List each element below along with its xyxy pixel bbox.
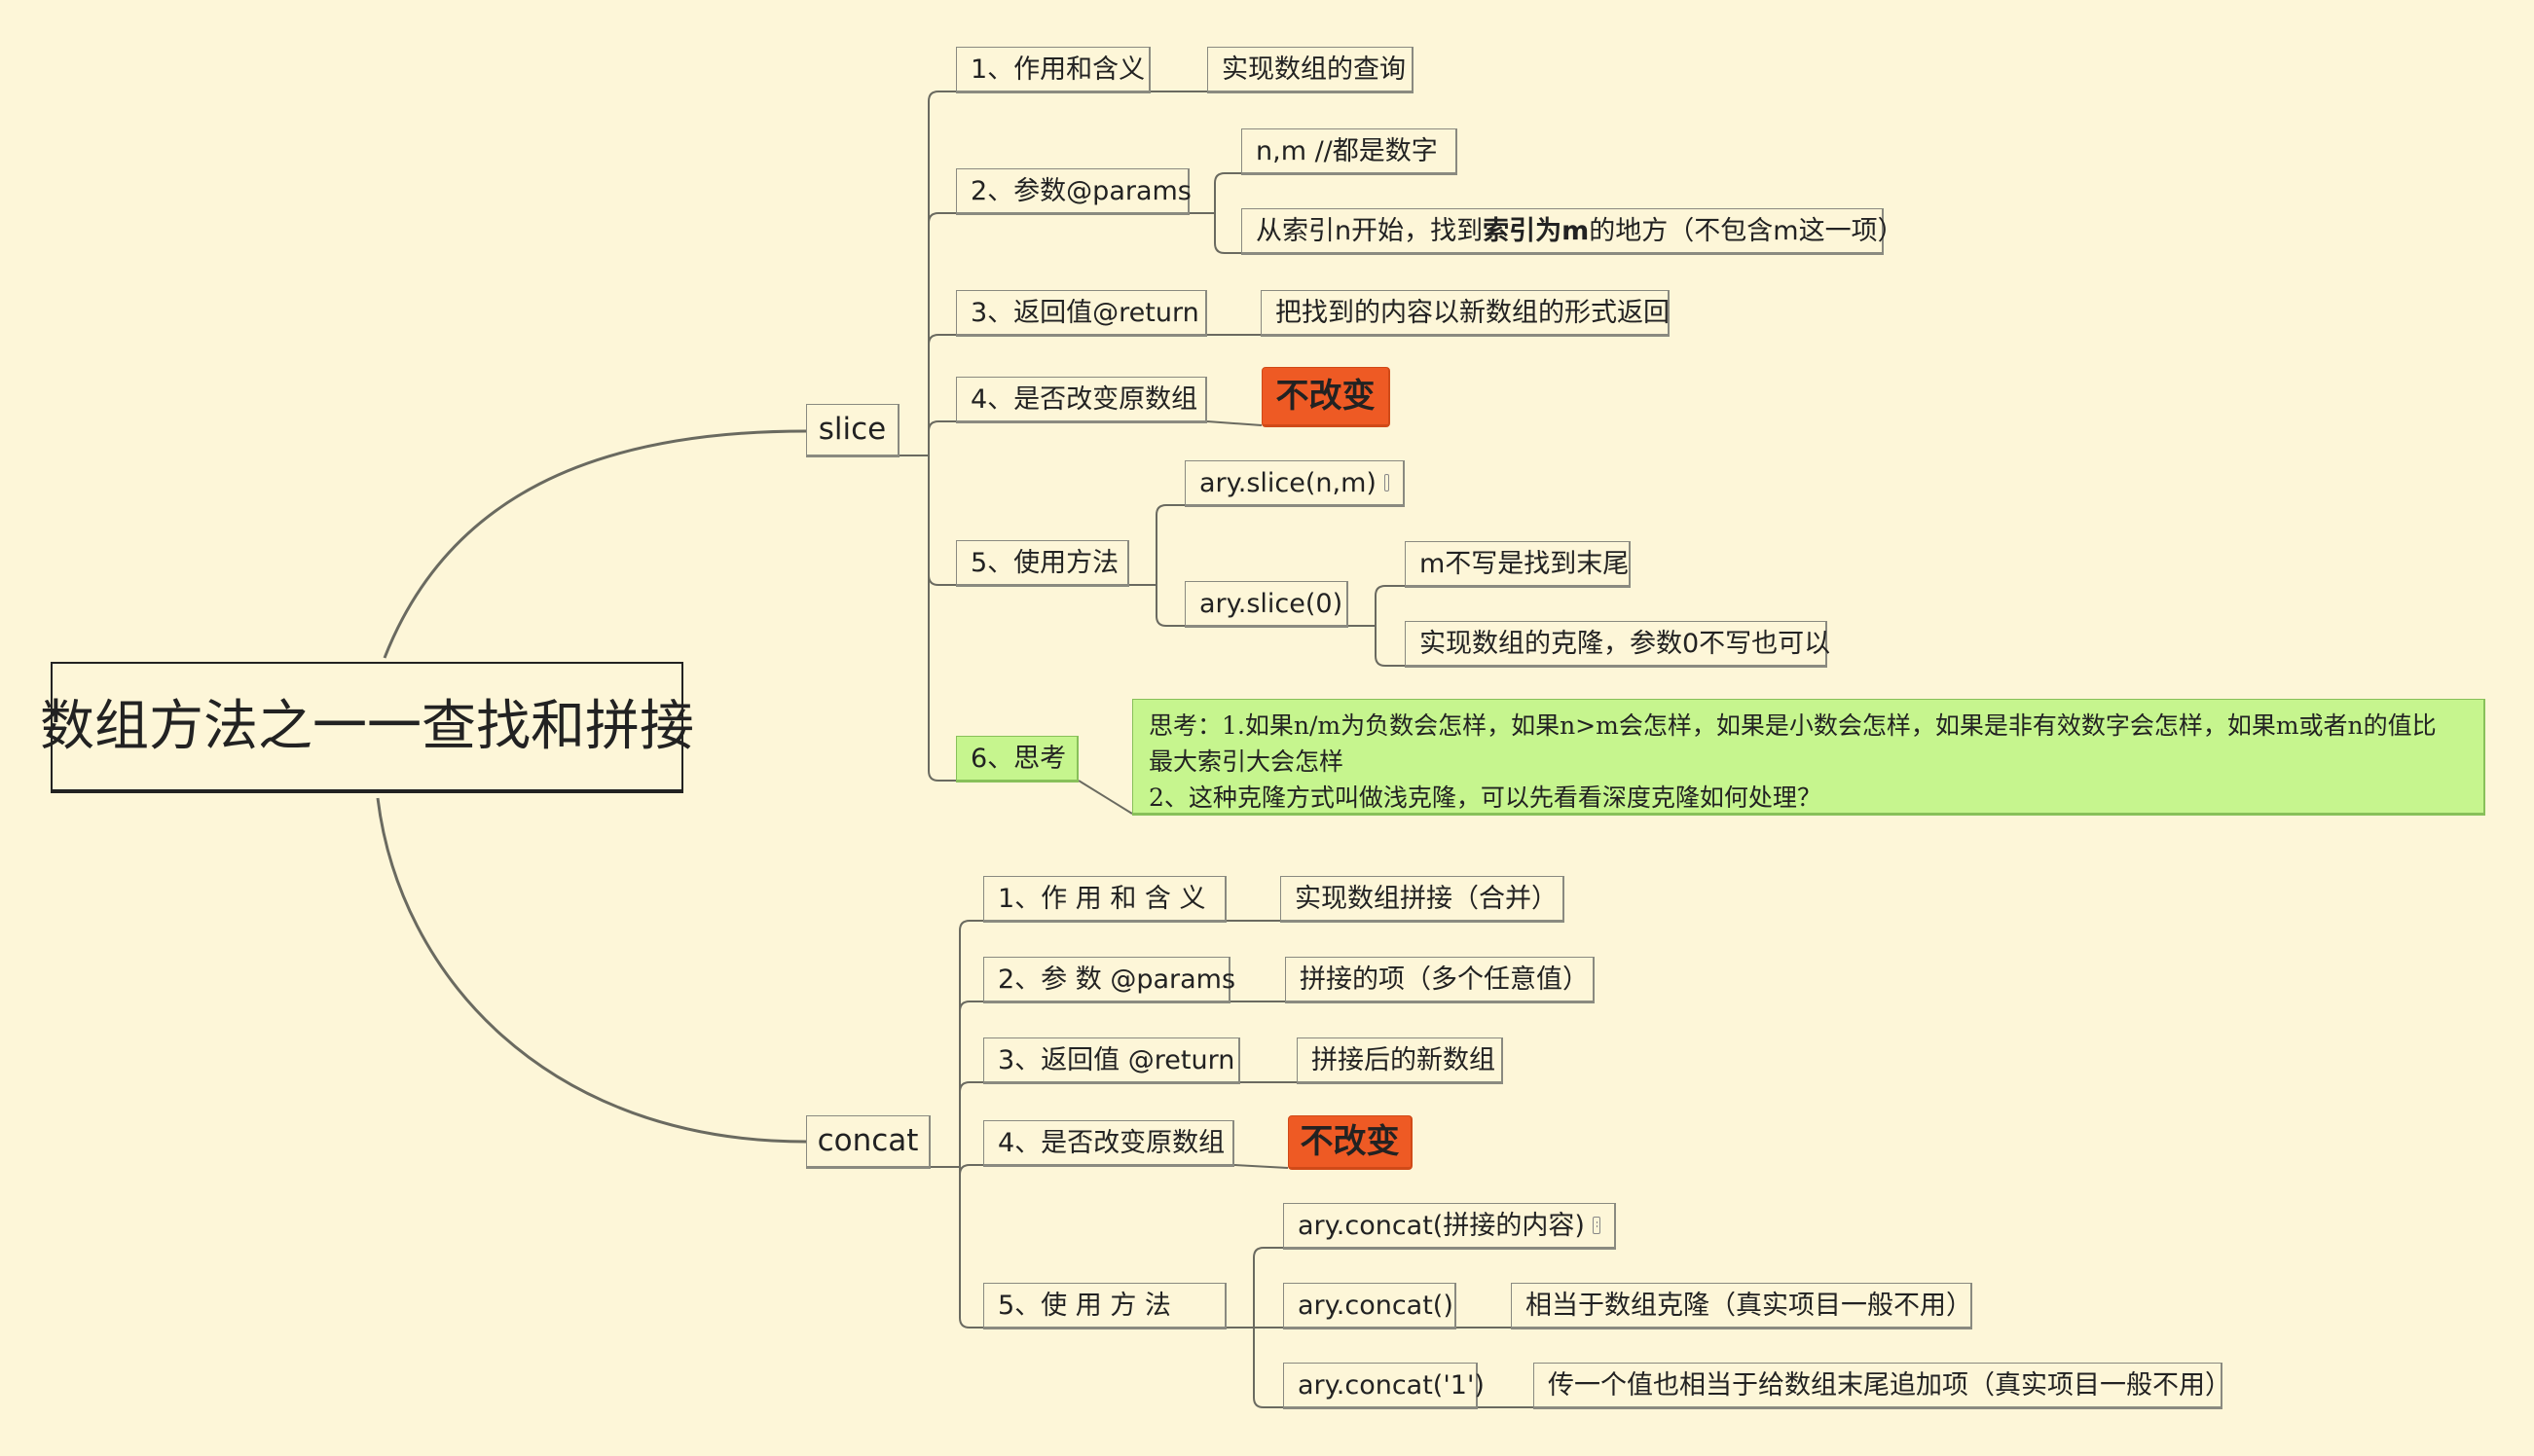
connector-line bbox=[959, 1001, 983, 1012]
slice-mutates-badge[interactable]: 不改变 bbox=[1262, 367, 1390, 427]
node-label: 不改变 bbox=[1300, 1122, 1400, 1161]
node-label: ary.concat('1') bbox=[1298, 1369, 1485, 1401]
concat-usage-value[interactable]: ary.concat('1') bbox=[1283, 1363, 1485, 1409]
root-topic-label: 数组方法之一一查找和拼接 bbox=[40, 694, 694, 758]
node-label-part: 从索引n开始，找到 bbox=[1256, 215, 1484, 246]
concat-return-detail[interactable]: 拼接后的新数组 bbox=[1297, 1037, 1503, 1084]
slice-item-purpose[interactable]: 1、作用和含义 bbox=[956, 47, 1151, 93]
connector-line bbox=[1214, 172, 1241, 184]
connector-line bbox=[383, 429, 807, 659]
connector-line bbox=[959, 1164, 983, 1176]
memo-icon[interactable] bbox=[1592, 1217, 1600, 1234]
connector-line bbox=[1156, 615, 1185, 627]
concat-params-detail[interactable]: 拼接的项（多个任意值） bbox=[1285, 957, 1595, 1003]
connector-line bbox=[928, 574, 956, 586]
node-label-part: 的地方（不包含m这一项） bbox=[1589, 215, 1904, 246]
concat-usage-empty[interactable]: ary.concat() bbox=[1283, 1283, 1456, 1329]
connector-line bbox=[928, 91, 956, 102]
concat-item-params[interactable]: 2、参 数 @params bbox=[983, 957, 1235, 1003]
slice-item-thinking[interactable]: 6、思考 bbox=[956, 736, 1079, 783]
connector-line bbox=[1253, 1247, 1283, 1258]
node-label: ary.concat(拼接的内容) bbox=[1298, 1210, 1585, 1241]
slice-item-mutates[interactable]: 4、是否改变原数组 bbox=[956, 377, 1207, 423]
node-label: 4、是否改变原数组 bbox=[998, 1127, 1226, 1158]
branch-slice-label: slice bbox=[818, 412, 887, 447]
node-label: 4、是否改变原数组 bbox=[971, 383, 1198, 415]
node-label: 实现数组的克隆，参数0不写也可以 bbox=[1419, 628, 1831, 659]
node-label: 3、返回值 @return bbox=[998, 1044, 1235, 1075]
slice-zero-detail-clone[interactable]: 实现数组的克隆，参数0不写也可以 bbox=[1405, 621, 1831, 668]
branch-concat[interactable]: concat bbox=[806, 1115, 931, 1169]
concat-value-detail[interactable]: 传一个值也相当于给数组末尾追加项（真实项目一般不用） bbox=[1533, 1363, 2231, 1409]
node-label: 1、作 用 和 含 义 bbox=[998, 883, 1206, 914]
connector-line bbox=[928, 334, 956, 346]
connector-line bbox=[928, 212, 956, 224]
connector-line bbox=[959, 1317, 983, 1329]
concat-mutates-badge[interactable]: 不改变 bbox=[1288, 1115, 1413, 1170]
node-label-emphasis: 索引为m bbox=[1483, 215, 1590, 246]
node-label: ary.slice(n,m) bbox=[1199, 467, 1377, 498]
root-topic[interactable]: 数组方法之一一查找和拼接 bbox=[40, 662, 694, 793]
node-label: 5、使用方法 bbox=[971, 547, 1120, 578]
concat-purpose-detail[interactable]: 实现数组拼接（合并） bbox=[1280, 876, 1564, 923]
node-label: 2、参数@params bbox=[971, 175, 1192, 206]
connector-line bbox=[1375, 655, 1405, 667]
branch-slice[interactable]: slice bbox=[806, 404, 900, 457]
slice-item-return[interactable]: 3、返回值@return bbox=[956, 290, 1207, 337]
node-label: 传一个值也相当于给数组末尾追加项（真实项目一般不用） bbox=[1548, 1369, 2231, 1401]
node-label: 拼接后的新数组 bbox=[1311, 1044, 1495, 1075]
connector-line bbox=[1233, 1164, 1289, 1169]
slice-zero-detail-end[interactable]: m不写是找到末尾 bbox=[1405, 541, 1631, 588]
node-label: 2、参 数 @params bbox=[998, 964, 1236, 995]
connector-line bbox=[928, 420, 956, 432]
node-label: m不写是找到末尾 bbox=[1419, 548, 1630, 579]
connector-line bbox=[1156, 504, 1185, 516]
node-label: 实现数组拼接（合并） bbox=[1295, 883, 1558, 914]
concat-empty-detail[interactable]: 相当于数组克隆（真实项目一般不用） bbox=[1511, 1283, 1972, 1329]
concat-item-purpose[interactable]: 1、作 用 和 含 义 bbox=[983, 876, 1227, 923]
slice-usage-nm[interactable]: ary.slice(n,m) bbox=[1185, 460, 1405, 507]
slice-return-detail[interactable]: 把找到的内容以新数组的形式返回 bbox=[1261, 290, 1670, 337]
memo-icon[interactable] bbox=[1383, 474, 1389, 491]
concat-usage-content[interactable]: ary.concat(拼接的内容) bbox=[1283, 1203, 1616, 1250]
node-label: ary.concat() bbox=[1298, 1290, 1453, 1321]
node-label: 实现数组的查询 bbox=[1222, 54, 1406, 85]
connector-line bbox=[1375, 585, 1405, 597]
slice-purpose-detail[interactable]: 实现数组的查询 bbox=[1207, 47, 1414, 93]
node-label: 不改变 bbox=[1275, 377, 1376, 416]
slice-item-usage[interactable]: 5、使用方法 bbox=[956, 540, 1129, 587]
concat-item-mutates[interactable]: 4、是否改变原数组 bbox=[983, 1120, 1234, 1167]
node-label: n,m //都是数字 bbox=[1256, 135, 1438, 166]
node-label: 把找到的内容以新数组的形式返回 bbox=[1275, 297, 1670, 328]
node-label: 6、思考 bbox=[971, 743, 1067, 774]
note-line: 2、这种克隆方式叫做浅克隆，可以先看看深度克隆如何处理？ bbox=[1149, 783, 1821, 812]
connector-line bbox=[1253, 1397, 1283, 1408]
node-label: 拼接的项（多个任意值） bbox=[1300, 964, 1589, 995]
node-label: 3、返回值@return bbox=[971, 297, 1199, 328]
connector-line bbox=[928, 770, 956, 782]
node-label: 1、作用和含义 bbox=[971, 54, 1146, 85]
slice-usage-zero[interactable]: ary.slice(0) bbox=[1185, 581, 1348, 628]
note-line: 思考：1.如果n/m为负数会怎样，如果n>m会怎样，如果是小数会怎样，如果是非有… bbox=[1149, 711, 2437, 740]
slice-item-params[interactable]: 2、参数@params bbox=[956, 168, 1192, 215]
note-line: 最大索引大会怎样 bbox=[1149, 747, 1344, 776]
connector-line bbox=[376, 797, 807, 1144]
connector-line bbox=[1214, 242, 1241, 254]
node-label: ary.slice(0) bbox=[1199, 588, 1343, 619]
node-label: 相当于数组克隆（真实项目一般不用） bbox=[1525, 1290, 1972, 1321]
connector-line bbox=[959, 920, 983, 931]
branch-concat-label: concat bbox=[817, 1123, 919, 1158]
connector-line bbox=[1206, 420, 1263, 426]
connector-line bbox=[1078, 780, 1133, 815]
concat-item-return[interactable]: 3、返回值 @return bbox=[983, 1037, 1240, 1084]
slice-thinking-note[interactable]: 思考：1.如果n/m为负数会怎样，如果n>m会怎样，如果是小数会怎样，如果是非有… bbox=[1132, 699, 2485, 816]
concat-item-usage[interactable]: 5、使 用 方 法 bbox=[983, 1283, 1227, 1329]
slice-params-type[interactable]: n,m //都是数字 bbox=[1241, 128, 1457, 175]
connector-line bbox=[959, 1081, 983, 1093]
node-label: 5、使 用 方 法 bbox=[998, 1290, 1171, 1321]
